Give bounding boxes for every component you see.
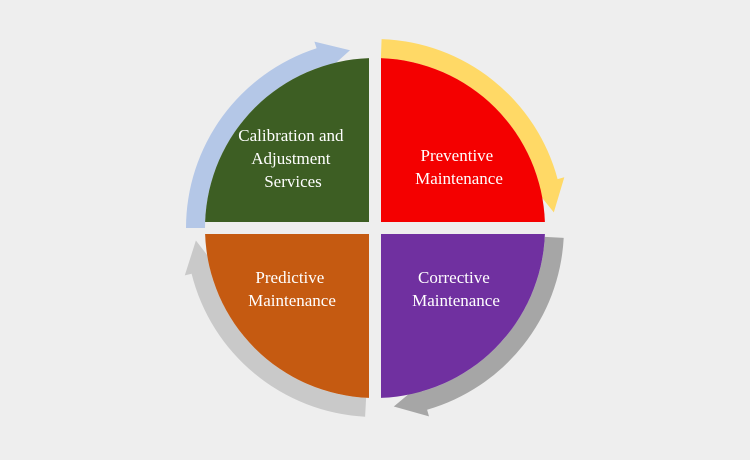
label-line: Maintenance bbox=[248, 291, 336, 310]
arrow-bottom-right bbox=[393, 236, 564, 417]
label-line: Services bbox=[264, 172, 322, 191]
label-line: Maintenance bbox=[415, 169, 503, 188]
label-line: Preventive bbox=[421, 146, 494, 165]
label-line: Predictive bbox=[255, 268, 324, 287]
label-line: Corrective bbox=[418, 268, 490, 287]
quadrant-corrective bbox=[381, 234, 545, 398]
quadrant-labels: Calibration and Adjustment Services Prev… bbox=[238, 126, 503, 310]
label-line: Calibration and bbox=[238, 126, 344, 145]
arrow-top-right bbox=[380, 39, 565, 213]
quadrant-label-calibration: Calibration and Adjustment Services bbox=[238, 126, 348, 191]
arrow-top-left bbox=[186, 41, 350, 228]
quadrant-calibration bbox=[205, 58, 369, 222]
arrow-bottom-left bbox=[184, 240, 367, 417]
quadrant-label-predictive: Predictive Maintenance bbox=[248, 268, 336, 310]
quadrant-label-corrective: Corrective Maintenance bbox=[412, 268, 500, 310]
quadrant-label-preventive: Preventive Maintenance bbox=[415, 146, 503, 188]
label-line: Maintenance bbox=[412, 291, 500, 310]
quadrant-preventive bbox=[381, 58, 545, 222]
quadrant-predictive bbox=[205, 234, 369, 398]
label-line: Adjustment bbox=[251, 149, 331, 168]
cycle-arrows bbox=[184, 39, 565, 417]
cycle-quadrants bbox=[205, 58, 545, 398]
